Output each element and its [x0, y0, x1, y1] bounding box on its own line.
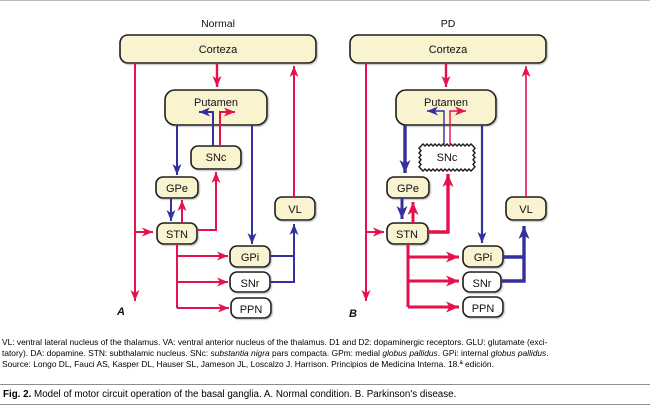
normal-stn-snc-arrow	[197, 172, 221, 231]
pd-snc-putamen-d1-arrow	[449, 106, 466, 146]
normal-cortex-label: Corteza	[199, 44, 238, 56]
pd-putamen-label: Putamen	[424, 97, 468, 109]
normal-snc-box	[190, 145, 242, 170]
panel-normal-title: Normal	[201, 18, 235, 30]
footnote-line-2: tatory). DA: dopamine. STN: subthalamic …	[2, 348, 549, 358]
caption-separator-line	[0, 384, 650, 385]
normal-ppn-box	[230, 297, 272, 319]
panel-normal: Normal Corteza Putamen SNc GPe STN VL GP…	[116, 18, 317, 319]
normal-corner-label: A	[116, 306, 125, 318]
normal-snc-putamen-d1-arrow	[219, 107, 235, 146]
pd-snc-putamen-d2-arrow	[427, 106, 445, 146]
pd-gpi-label: GPi	[474, 252, 492, 264]
normal-gpe-label: GPe	[166, 183, 188, 195]
normal-stn-label: STN	[166, 229, 188, 241]
figure-caption: Fig. 2. Model of motor circuit operation…	[3, 389, 647, 400]
pd-putamen-box	[395, 89, 497, 126]
pd-gpe-box	[386, 176, 430, 199]
pd-ppn-box	[462, 296, 504, 318]
footnote-source-line: Source: Longo DL, Fauci AS, Kasper DL, H…	[2, 359, 494, 369]
pd-snc-label: SNc	[437, 152, 458, 164]
pd-ppn-label: PPN	[472, 303, 495, 315]
figure-caption-text: Model of motor circuit operation of the …	[31, 389, 457, 400]
footnote-block: VL: ventral lateral nucleus of the thala…	[2, 337, 650, 370]
normal-snc-putamen-d2-arrow	[199, 107, 214, 146]
panel-normal-boxes	[119, 34, 317, 319]
panel-pd-title: PD	[441, 18, 456, 30]
pd-stn-snc-arrow	[428, 174, 454, 234]
pd-cortex-label: Corteza	[429, 44, 468, 56]
normal-vl-label: VL	[288, 204, 301, 216]
normal-snr-label: SNr	[241, 278, 260, 290]
normal-snr-vl-arrow	[270, 224, 299, 283]
pd-cortex-box	[349, 34, 547, 64]
panel-pd: PD Corteza Putamen SNc GPe STN VL GPi SN…	[349, 18, 547, 320]
footnote-line-1: VL: ventral lateral nucleus of the thala…	[2, 337, 548, 347]
normal-ppn-label: PPN	[240, 304, 263, 316]
normal-putamen-box	[164, 89, 268, 126]
pd-stn-label: STN	[396, 229, 418, 241]
normal-gpe-box	[155, 176, 199, 199]
pd-gpe-label: GPe	[397, 183, 419, 195]
bottom-border-line	[0, 404, 650, 405]
pd-vl-label: VL	[519, 204, 532, 216]
pd-snc-degenerated-box	[418, 143, 476, 172]
pd-corner-label: B	[349, 308, 357, 320]
figure-caption-number: Fig. 2.	[3, 389, 32, 400]
normal-gpi-label: GPi	[241, 252, 259, 264]
normal-snc-label: SNc	[206, 152, 227, 164]
pd-snr-vl-arrow	[501, 226, 530, 283]
normal-putamen-label: Putamen	[194, 97, 238, 109]
panel-pd-boxes	[349, 34, 547, 318]
top-border-line	[0, 0, 650, 1]
basal-ganglia-diagram: Normal Corteza Putamen SNc GPe STN VL GP…	[116, 18, 547, 320]
pd-snr-label: SNr	[473, 278, 492, 290]
